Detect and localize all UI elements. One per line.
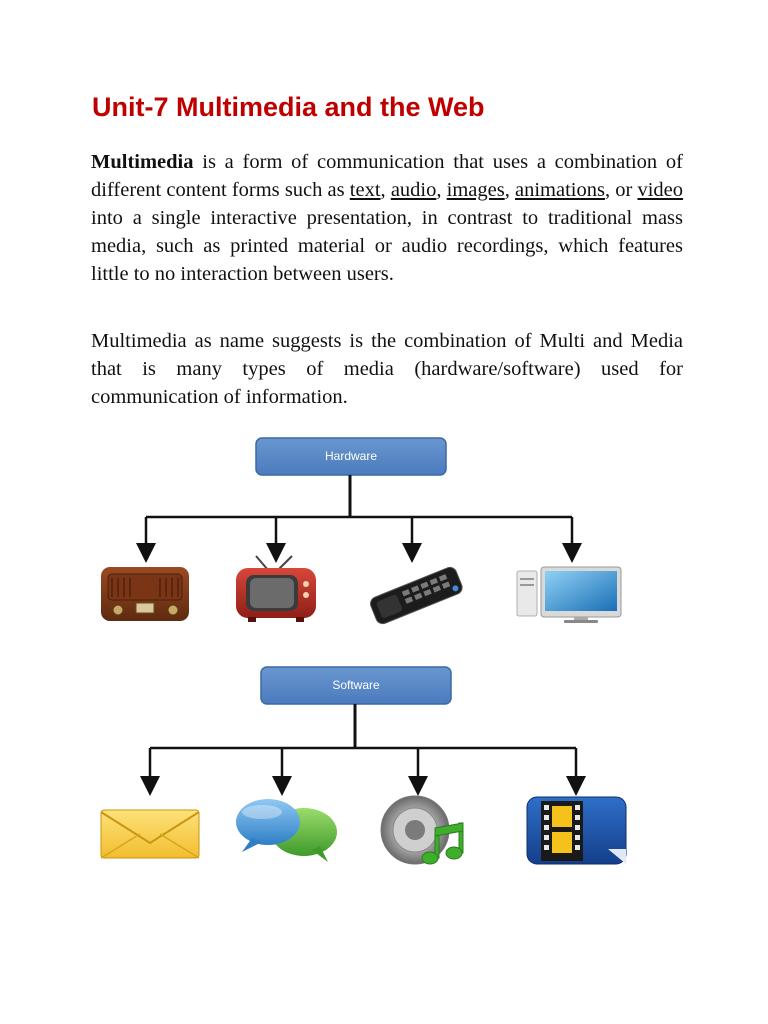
- page-title: Unit-7 Multimedia and the Web: [92, 92, 485, 122]
- link-video[interactable]: video: [637, 179, 684, 201]
- radio-icon: [101, 567, 189, 621]
- text-fragment: is a form of communication that uses a c…: [91, 151, 683, 201]
- chat-bubbles-icon: [236, 799, 337, 862]
- hardware-tree: [136, 437, 582, 563]
- link-text[interactable]: text: [349, 179, 381, 201]
- separator: ,: [504, 179, 515, 201]
- separator: ,: [380, 179, 391, 201]
- software-label: Software: [332, 678, 380, 692]
- music-speaker-icon: [380, 795, 464, 865]
- paragraph-explanation: Multimedia as name suggests is the combi…: [91, 330, 683, 408]
- link-animations[interactable]: animations: [515, 179, 605, 201]
- separator: ,: [436, 179, 447, 201]
- link-audio[interactable]: audio: [390, 179, 437, 201]
- remote-control-icon: [370, 566, 463, 625]
- television-icon: [236, 555, 316, 622]
- text-fragment: into a single interactive presentation, …: [91, 207, 683, 285]
- mail-envelope-icon: [100, 809, 200, 859]
- hardware-label: Hardware: [324, 449, 378, 463]
- paragraph-definition: Multimedia is a form of communication th…: [91, 148, 683, 288]
- video-film-icon: [526, 796, 627, 865]
- software-tree: [140, 666, 586, 796]
- text-fragment: , or: [604, 179, 638, 201]
- desktop-computer-icon: [516, 566, 622, 623]
- link-images[interactable]: images: [446, 179, 505, 201]
- term-multimedia: Multimedia: [91, 151, 194, 173]
